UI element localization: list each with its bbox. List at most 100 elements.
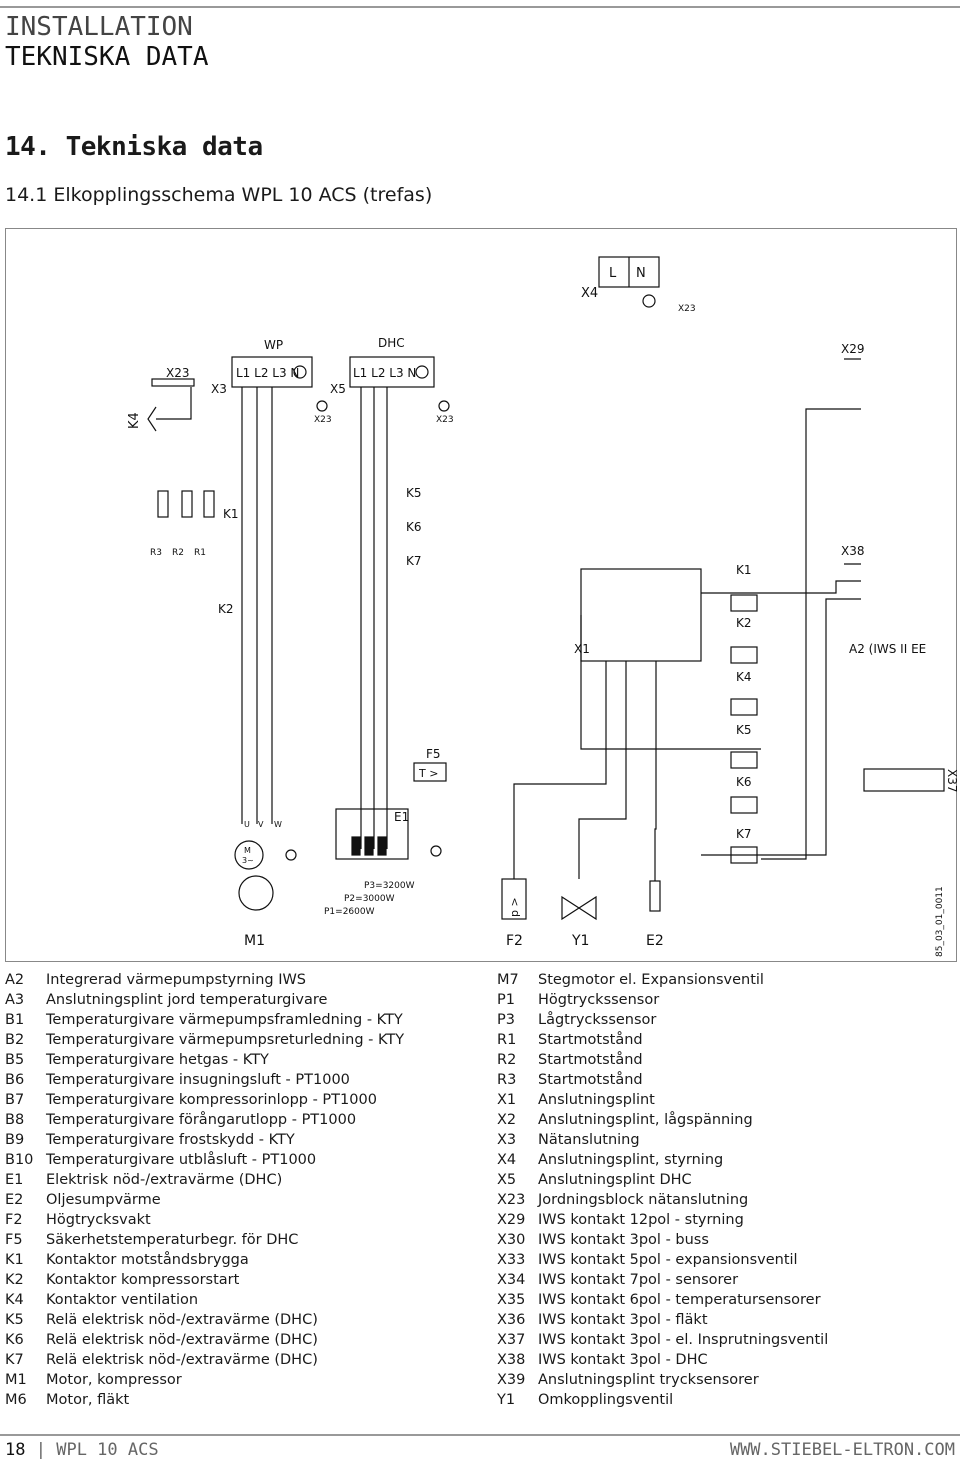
legend-desc: Anslutningsplint, styrning (538, 1152, 724, 1168)
x5-label: X5 (330, 382, 346, 396)
footer-model: WPL 10 ACS (56, 1440, 159, 1460)
r1-resistor (203, 490, 215, 518)
k1-label: K1 (223, 507, 239, 521)
f5-label: F5 (426, 747, 441, 761)
footer-left: 18 | WPL 10 ACS (5, 1440, 159, 1460)
legend-code: X37 (497, 1332, 526, 1348)
dhc-label: DHC (378, 336, 405, 350)
legend-desc: Temperaturgivare värmepumpsframledning -… (46, 1012, 403, 1028)
legend-desc: Stegmotor el. Expansionsventil (538, 972, 764, 988)
legend-desc: IWS kontakt 3pol - fläkt (538, 1312, 708, 1328)
x4-n-label: N (636, 266, 646, 281)
k1-k2-coil-block (580, 568, 702, 662)
m1-ground-icon (285, 849, 297, 861)
coil-k6 (730, 796, 758, 814)
compressor-icon (238, 875, 274, 911)
legend-desc: Anslutningsplint jord temperaturgivare (46, 992, 328, 1008)
legend-desc: Relä elektrisk nöd-/extravärme (DHC) (46, 1352, 318, 1368)
legend-desc: Anslutningsplint (538, 1092, 655, 1108)
legend-desc: Elektrisk nöd-/extravärme (DHC) (46, 1172, 283, 1188)
wire-a2-1 (701, 580, 861, 594)
legend-desc: IWS kontakt 6pol - temperatursensorer (538, 1292, 821, 1308)
legend-desc: Motor, kompressor (46, 1372, 182, 1388)
legend-desc: Oljesumpvärme (46, 1192, 161, 1208)
legend-code: B5 (5, 1052, 25, 1068)
legend-desc: Högtryckssensor (538, 992, 660, 1008)
legend-code: X36 (497, 1312, 526, 1328)
e1-heater-1 (351, 836, 361, 856)
legend-desc: IWS kontakt 12pol - styrning (538, 1212, 744, 1228)
legend-code: X5 (497, 1172, 517, 1188)
legend-code: F5 (5, 1232, 23, 1248)
x37-label: X37 (945, 769, 958, 793)
wp-ground-icon (293, 365, 307, 379)
x4-label: X4 (581, 286, 598, 301)
legend-code: B1 (5, 1012, 25, 1028)
legend-code: M7 (497, 972, 519, 988)
legend-code: K1 (5, 1252, 24, 1268)
legend-row: X29 IWS kontakt 12pol - styrning (497, 1210, 957, 1230)
dhc-ground-icon (415, 365, 429, 379)
legend-desc: Temperaturgivare förångarutlopp - PT1000 (46, 1112, 357, 1128)
m1-label: M1 (244, 933, 265, 949)
x23-ground-icon-2 (438, 400, 450, 412)
wire-x1-a (580, 615, 761, 750)
y1-label: Y1 (571, 933, 589, 949)
x23-label-c: X23 (314, 415, 332, 425)
wp-label: WP (264, 338, 283, 352)
legend-code: B2 (5, 1032, 25, 1048)
legend-desc: Motor, fläkt (46, 1392, 130, 1408)
legend-desc: Temperaturgivare hetgas - KTY (46, 1052, 269, 1068)
legend-code: K4 (5, 1292, 24, 1308)
footer-url[interactable]: WWW.STIEBEL-ELTRON.COM (729, 1440, 955, 1460)
legend-code: K2 (5, 1272, 24, 1288)
e1-frame (335, 808, 409, 860)
legend-code: X33 (497, 1252, 526, 1268)
e1-ground-icon (430, 845, 442, 857)
legend-desc: Lågtryckssensor (538, 1012, 657, 1028)
footer-rule (0, 1434, 960, 1436)
x23-label-a: X23 (678, 304, 696, 314)
legend-code: R3 (497, 1072, 517, 1088)
legend-desc: Temperaturgivare kompressorinlopp - PT10… (46, 1092, 377, 1108)
legend-code: P1 (497, 992, 515, 1008)
legend-code: K7 (5, 1352, 24, 1368)
k4-label: K4 (127, 412, 142, 429)
a2-label: A2 (IWS II EE (849, 642, 926, 656)
top-rule (0, 6, 960, 8)
legend-desc: Relä elektrisk nöd-/extravärme (DHC) (46, 1312, 318, 1328)
wire-a2-2 (701, 598, 861, 856)
legend-row: X33 IWS kontakt 5pol - expansionsventil (497, 1250, 957, 1270)
legend-code: E1 (5, 1172, 24, 1188)
motor-m1-icon (234, 840, 264, 870)
page-number: 18 (5, 1440, 26, 1460)
legend-code: X1 (497, 1092, 517, 1108)
f2-p-label: p > (508, 897, 521, 917)
x23-ground-block (151, 378, 195, 387)
legend-code: X29 (497, 1212, 526, 1228)
k7-label: K7 (406, 554, 422, 568)
dhc-terminal-block (349, 356, 435, 388)
f5-t-label: T > (418, 767, 438, 780)
legend-desc: IWS kontakt 5pol - expansionsventil (538, 1252, 798, 1268)
legend-desc: IWS kontakt 3pol - buss (538, 1232, 709, 1248)
coil-k4 (730, 698, 758, 716)
legend-row: F5 Säkerhetstemperaturbegr. för DHC (5, 1230, 485, 1250)
x4-l-label: L (609, 266, 617, 281)
legend-desc: Säkerhetstemperaturbegr. för DHC (46, 1232, 299, 1248)
e1-heater-3 (377, 836, 387, 856)
wiring-diagram: X4 L N X23 WP DHC L1 L2 L3 N L1 L2 L3 N … (5, 228, 958, 962)
section-subheading: 14.1 Elkopplingsschema WPL 10 ACS (trefa… (5, 184, 433, 206)
